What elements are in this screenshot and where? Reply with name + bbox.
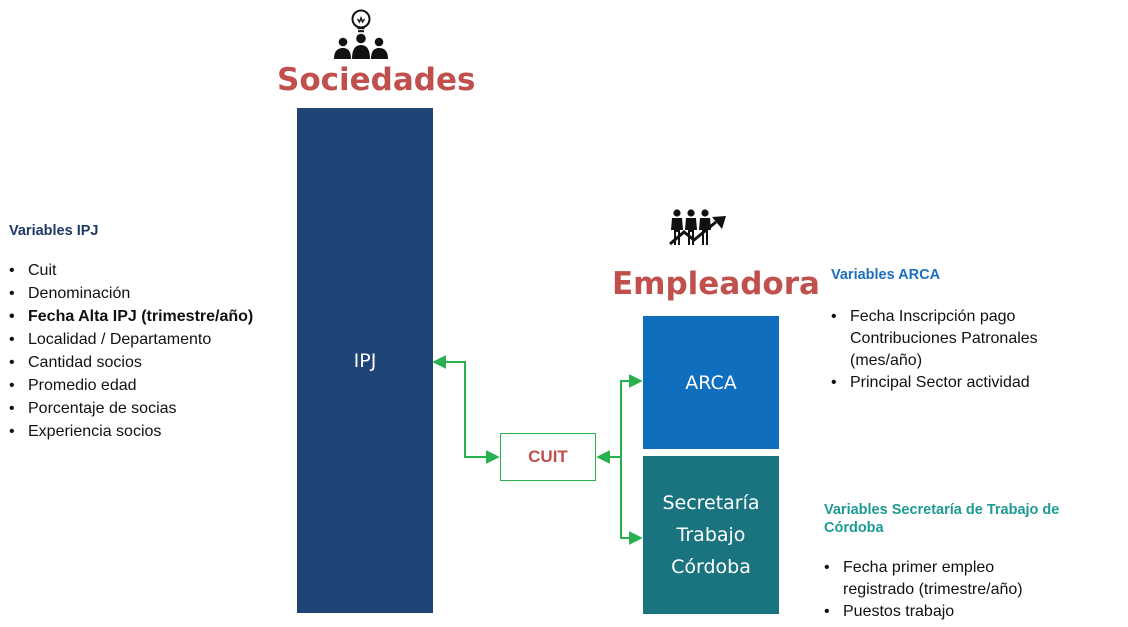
- list-item: Localidad / Departamento: [9, 328, 289, 351]
- cuit-box: CUIT: [500, 433, 596, 481]
- secretaria-line-3: Córdoba: [671, 556, 751, 578]
- list-item: Cantidad socios: [9, 351, 289, 374]
- list-item: Experiencia socios: [9, 420, 289, 443]
- variables-secretaria-title: Variables Secretaría de Trabajo de Córdo…: [824, 502, 1060, 536]
- arca-box: ARCA: [643, 316, 779, 449]
- cuit-arca-arrow: [596, 374, 643, 464]
- list-item: Puestos trabajo: [824, 601, 1059, 623]
- cuit-label: CUIT: [528, 447, 568, 466]
- variables-ipj-list: CuitDenominaciónFecha Alta IPJ (trimestr…: [9, 259, 289, 443]
- list-item: Principal Sector actividad: [831, 372, 1076, 394]
- list-item: Fecha Inscripción pago Contribuciones Pa…: [831, 306, 1076, 372]
- ipj-box-label: IPJ: [353, 349, 377, 372]
- list-item: Fecha Alta IPJ (trimestre/año): [9, 305, 289, 328]
- list-item: Porcentaje de socias: [9, 397, 289, 420]
- secretaria-trabajo-box: Secretaría Trabajo Córdoba: [643, 456, 779, 614]
- list-item: Promedio edad: [9, 374, 289, 397]
- arca-box-label: ARCA: [685, 371, 737, 394]
- empleadora-title: Empleadora: [612, 266, 820, 302]
- variables-secretaria-list: Fecha primer empleo registrado (trimestr…: [824, 557, 1059, 623]
- variables-ipj-panel: Variables IPJ CuitDenominaciónFecha Alta…: [9, 222, 289, 443]
- variables-secretaria-panel: Variables Secretaría de Trabajo de Córdo…: [824, 501, 1119, 623]
- secretaria-line-2: Trabajo: [676, 524, 746, 546]
- ipj-cuit-arrow: [432, 355, 500, 464]
- list-item: Fecha primer empleo registrado (trimestr…: [824, 557, 1059, 601]
- people-lightbulb-icon: [334, 9, 388, 59]
- list-item: Denominación: [9, 282, 289, 305]
- cuit-secretaria-arrow: [620, 457, 643, 545]
- variables-arca-title: Variables ARCA: [831, 267, 941, 283]
- ipj-box: IPJ: [297, 108, 433, 613]
- variables-arca-list: Fecha Inscripción pago Contribuciones Pa…: [831, 306, 1076, 394]
- secretaria-line-1: Secretaría: [662, 492, 760, 514]
- people-growth-arrow-icon: [669, 209, 726, 246]
- list-item: Cuit: [9, 259, 289, 282]
- sociedades-title: Sociedades: [277, 62, 476, 98]
- variables-arca-panel: Variables ARCA Fecha Inscripción pago Co…: [831, 266, 1101, 394]
- variables-ipj-title: Variables IPJ: [9, 223, 99, 239]
